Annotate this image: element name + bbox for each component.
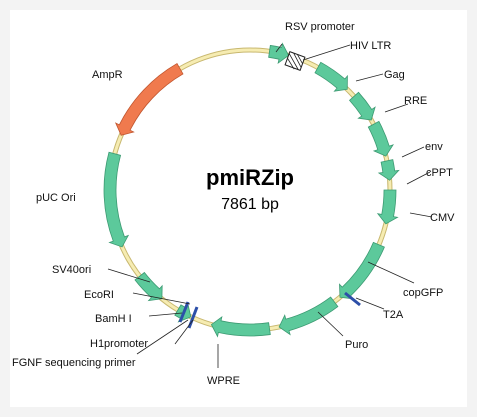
label-t2a: T2A bbox=[383, 309, 404, 321]
label-rsv-promoter: RSV promoter bbox=[285, 21, 355, 33]
label-hiv-ltr: HIV LTR bbox=[350, 40, 391, 52]
label-wpre: WPRE bbox=[207, 375, 240, 387]
gag-arrow bbox=[314, 61, 348, 92]
puc-ori-arrow bbox=[103, 151, 130, 248]
label-bamhi: BamH I bbox=[95, 313, 132, 325]
site-marks bbox=[178, 291, 361, 329]
plasmid-size: 7861 bp bbox=[221, 196, 279, 213]
t2a-mark bbox=[344, 291, 361, 307]
label-sv40-ori: SV40ori bbox=[52, 264, 91, 276]
plasmid-name: pmiRZip bbox=[206, 165, 294, 190]
label-cppt: cPPT bbox=[426, 167, 453, 179]
puro-arrow bbox=[278, 296, 339, 336]
label-puc-ori: pUC Ori bbox=[36, 192, 76, 204]
leader-lines bbox=[107, 43, 433, 368]
hiv-ltr-box bbox=[284, 51, 306, 71]
feature-arcs bbox=[103, 42, 400, 338]
cmv-arrow bbox=[376, 189, 399, 225]
wpre-arrow bbox=[210, 315, 271, 338]
label-ampr: AmpR bbox=[92, 69, 123, 81]
rre-arrow bbox=[349, 91, 376, 121]
bamhi-mark bbox=[178, 301, 190, 323]
env-arrow bbox=[367, 120, 394, 157]
h1-promoter-mark bbox=[187, 306, 199, 329]
copgfp-arrow bbox=[339, 241, 385, 300]
label-gag: Gag bbox=[384, 69, 405, 81]
label-fgnf-primer: FGNF sequencing primer bbox=[12, 357, 136, 369]
ampr-arrow bbox=[114, 63, 184, 136]
label-puro: Puro bbox=[345, 339, 368, 351]
rsv-promoter-arrow bbox=[268, 42, 290, 65]
label-cmv: CMV bbox=[430, 212, 455, 224]
label-env: env bbox=[425, 141, 443, 153]
label-copgfp: copGFP bbox=[403, 287, 443, 299]
label-rre: RRE bbox=[404, 95, 427, 107]
label-ecori: EcoRI bbox=[84, 289, 114, 301]
label-h1-promoter: H1promoter bbox=[90, 338, 148, 350]
cppt-arrow bbox=[377, 159, 400, 181]
